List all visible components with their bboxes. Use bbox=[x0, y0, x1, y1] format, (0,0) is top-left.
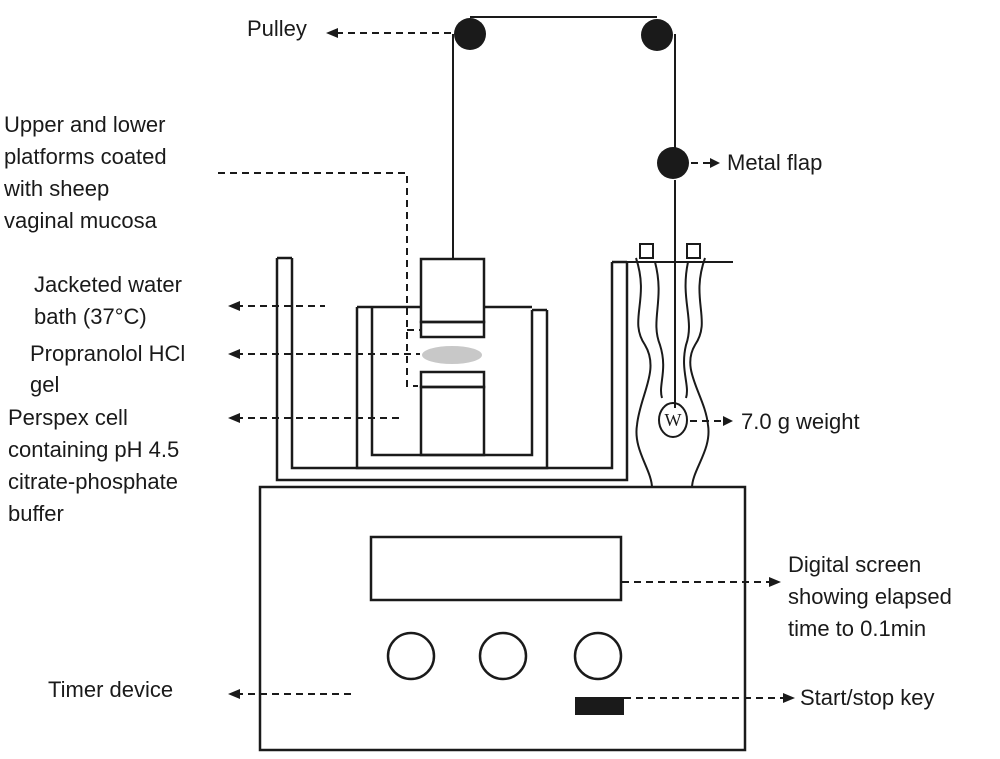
label-platforms-line-4: vaginal mucosa bbox=[4, 208, 158, 233]
weight-body bbox=[658, 402, 688, 438]
label-platforms-line-3: with sheep bbox=[3, 176, 109, 201]
leader-lines bbox=[218, 28, 795, 703]
label-perspex-line-1: Perspex cell bbox=[8, 405, 128, 430]
label-perspex-line-2: containing pH 4.5 bbox=[8, 437, 179, 462]
timer-knob-2 bbox=[478, 631, 528, 681]
pulley-system bbox=[452, 16, 689, 408]
label-gel-line-1: Propranolol HCl bbox=[30, 341, 185, 366]
timer-body bbox=[258, 485, 747, 752]
pulley-right bbox=[641, 19, 673, 51]
lower-mucosa bbox=[419, 370, 486, 389]
label-platforms-line-1: Upper and lower bbox=[4, 112, 165, 137]
bath-outer-wall bbox=[275, 258, 629, 482]
label-water-bath-line-1: Jacketed water bbox=[34, 272, 182, 297]
digital-screen bbox=[369, 535, 623, 602]
weight-column: W bbox=[612, 243, 733, 489]
label-metal-flap: Metal flap bbox=[727, 150, 822, 175]
label-screen-line-1: Digital screen bbox=[788, 552, 921, 577]
label-screen-line-2: showing elapsed bbox=[788, 584, 952, 609]
pulley-left bbox=[454, 18, 486, 50]
label-perspex-line-4: buffer bbox=[8, 501, 64, 526]
upper-mucosa bbox=[419, 320, 486, 339]
upper-platform bbox=[419, 257, 486, 324]
timer-knob-3 bbox=[573, 631, 623, 681]
timer-knob-1 bbox=[386, 631, 436, 681]
label-perspex-line-3: citrate-phosphate bbox=[8, 469, 178, 494]
label-screen-line-3: time to 0.1min bbox=[788, 616, 926, 641]
label-gel-line-2: gel bbox=[30, 372, 59, 397]
label-weight: 7.0 g weight bbox=[741, 409, 860, 434]
timer-device bbox=[258, 485, 747, 752]
labels: Pulley Metal flap Upper and lower platfo… bbox=[3, 16, 952, 710]
label-platforms-line-2: platforms coated bbox=[4, 144, 167, 169]
gel-sample bbox=[422, 346, 482, 364]
lower-platform bbox=[419, 385, 486, 457]
jacketed-water-bath bbox=[275, 256, 629, 482]
metal-flap bbox=[657, 147, 689, 179]
start-stop-key bbox=[575, 697, 624, 715]
label-pulley: Pulley bbox=[247, 16, 307, 41]
label-timer: Timer device bbox=[48, 677, 173, 702]
label-start-stop: Start/stop key bbox=[800, 685, 935, 710]
weight-symbol: W bbox=[665, 410, 682, 430]
label-water-bath-line-2: bath (37°C) bbox=[34, 304, 147, 329]
